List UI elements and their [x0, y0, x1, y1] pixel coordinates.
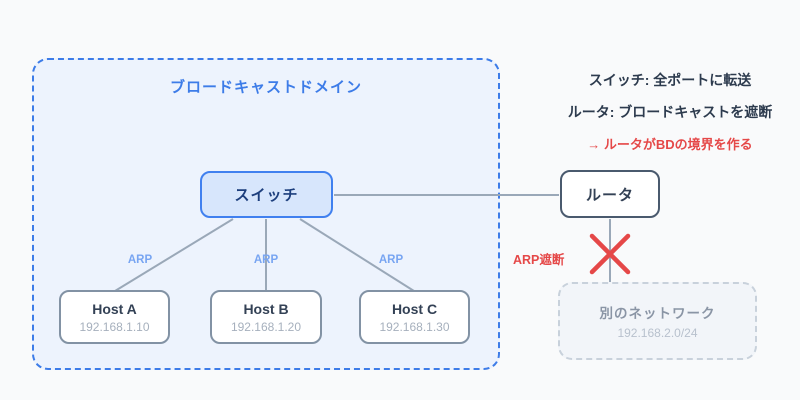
other-network-title: 別のネットワーク — [599, 306, 716, 321]
switch-node: スイッチ — [200, 171, 333, 218]
host-b-name: Host B — [243, 300, 289, 317]
host-c-name: Host C — [391, 300, 438, 317]
arp-label-c: ARP — [378, 254, 404, 266]
host-b-node: Host B 192.168.1.20 — [210, 290, 322, 344]
router-node: ルータ — [560, 170, 660, 218]
host-b-ip: 192.168.1.20 — [230, 319, 302, 334]
broadcast-domain-title: ブロードキャストドメイン — [169, 79, 362, 96]
host-a-ip: 192.168.1.10 — [79, 319, 150, 334]
host-c-node: Host C 192.168.1.30 — [359, 290, 470, 344]
other-network-subnet: 192.168.2.0/24 — [617, 326, 698, 340]
host-a-node: Host A 192.168.1.10 — [59, 290, 170, 344]
annotation-notes: スイッチ: 全ポートに転送 ルータ: ブロードキャストを遮断 → ルータがBDの… — [545, 70, 795, 153]
arp-label-a: ARP — [127, 254, 153, 266]
block-x-icon — [589, 233, 631, 275]
router-label: ルータ — [585, 186, 634, 204]
note-switch-behavior: スイッチ: 全ポートに転送 — [588, 72, 752, 88]
arp-blocked-label: ARP遮断 — [513, 253, 565, 267]
arp-label-b: ARP — [253, 254, 279, 266]
note-router-behavior: ルータ: ブロードキャストを遮断 — [567, 104, 773, 120]
note-conclusion: → ルータがBDの境界を作る — [587, 137, 753, 152]
other-network-box: 別のネットワーク 192.168.2.0/24 — [558, 282, 757, 360]
switch-label: スイッチ — [234, 187, 299, 204]
host-a-name: Host A — [92, 300, 137, 317]
host-c-ip: 192.168.1.30 — [379, 319, 450, 334]
